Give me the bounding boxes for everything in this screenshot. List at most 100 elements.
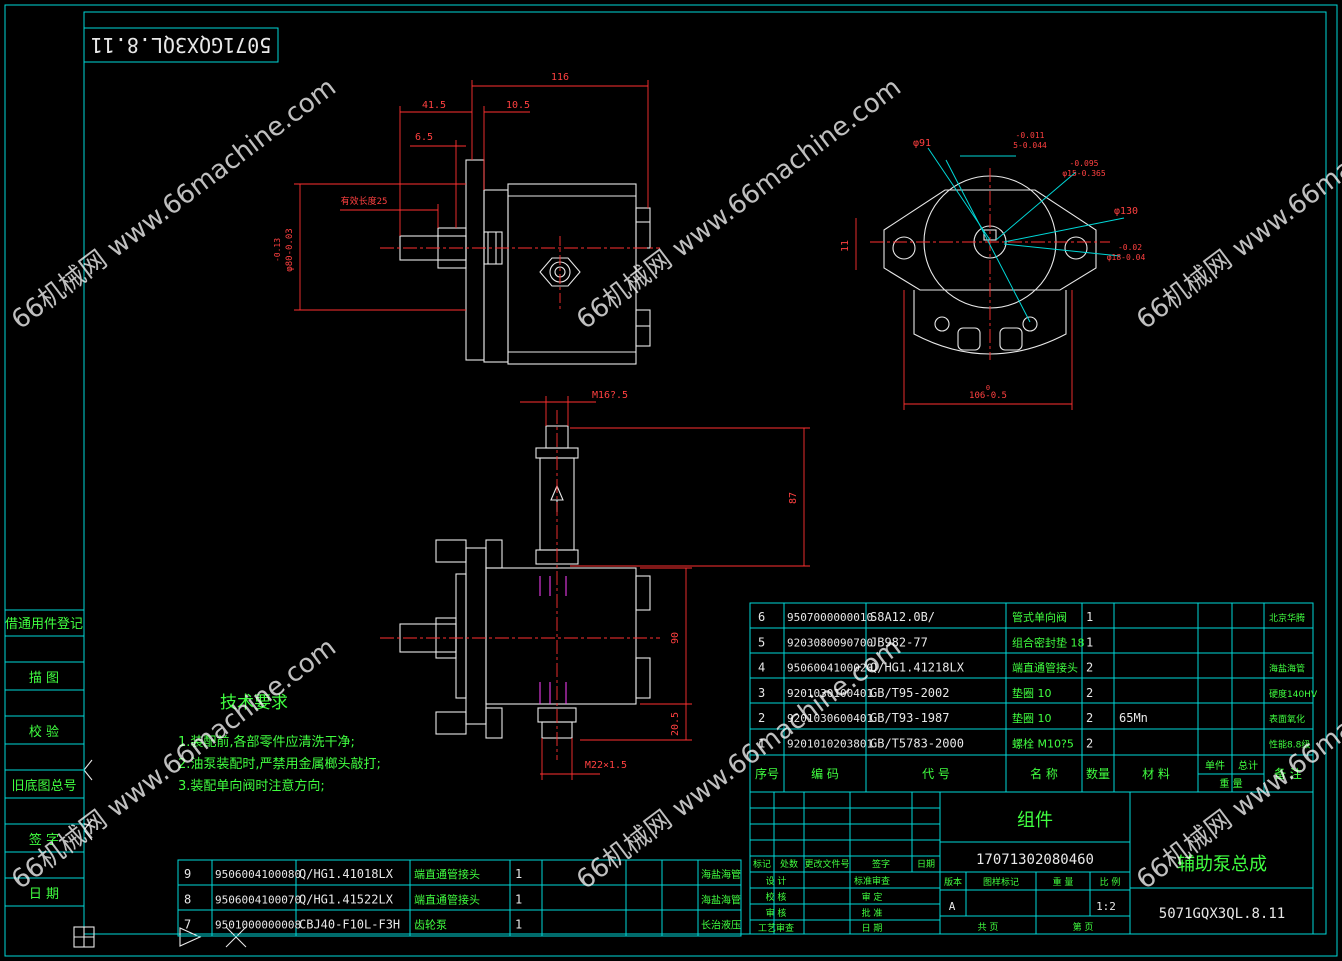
bom-cell-code: 9501000000008: [215, 919, 301, 932]
bom-cell-code: 9506004100070: [215, 893, 301, 906]
dim-spline: 有效长度25: [341, 195, 388, 207]
role-std: 标准审查: [854, 875, 890, 887]
bom-cell-name: 齿轮泵: [414, 918, 447, 932]
bom-cell-mat: 65Mn: [1119, 711, 1148, 725]
label-register: 借通用件登记: [5, 617, 83, 632]
dim-phi130: φ130: [1114, 206, 1138, 217]
dim-106: 106-0.5: [969, 391, 1007, 401]
bom-cell-name: 螺栓 M10?5: [1012, 737, 1074, 751]
bom-head-qty: 数量: [1086, 766, 1110, 781]
role-process: 工艺审查: [758, 922, 794, 934]
tech-title: 技术要求: [220, 693, 288, 713]
bom-cell-note: 海盐海管: [1269, 663, 1305, 675]
bom-head-no: 序号: [755, 766, 779, 781]
title-block: 标记 处数 更改文件号 签字 日期 设 计 校 核 审 核 工艺审查 标准审查 …: [749, 791, 1314, 935]
bom-cell-std: GB/T95-2002: [870, 686, 949, 700]
bom-cell-note: 表面氧化: [1269, 713, 1305, 725]
label-tracing: 描 图: [29, 671, 59, 686]
pump-side-view: 116 41.5 10.5 6.5 有效长度25 φ80-0.03 -0.13: [273, 72, 660, 365]
dim-m22: M22×1.5: [585, 760, 627, 771]
bom-cell-no: 8: [184, 892, 191, 906]
bom-cell-qty: 2: [1086, 711, 1093, 725]
bom-cell-code: 9506004100080: [215, 868, 301, 881]
left-label-strip: 借通用件登记 描 图 校 验 旧底图总号 签 字 日 期: [4, 609, 85, 907]
bom-cell-note: 硬度140HV: [1269, 688, 1318, 700]
dim-10-5: 10.5: [506, 100, 530, 111]
bom-cell-qty: 2: [1086, 737, 1093, 751]
bom-cell-std: S8A12.0B/: [870, 610, 935, 624]
bom-cell-name: 组合密封垫 18: [1012, 635, 1085, 649]
bom-cell-no: 6: [758, 610, 765, 624]
bom-cell-name: 端直通管接头: [414, 892, 480, 906]
dim-106-tol: 0: [986, 384, 990, 392]
dim-41-5: 41.5: [422, 100, 446, 111]
dim-key: 5-0.044: [1013, 141, 1047, 150]
tech-item-1: 1.装配前,各部零件应清洗干净;: [178, 734, 355, 750]
dim-87: 87: [788, 492, 799, 504]
bom-cell-qty: 2: [1086, 661, 1093, 675]
dim-phi18: φ18-0.04: [1107, 253, 1146, 262]
bom-cell-code: 9507000000010: [787, 611, 873, 624]
rev-sign: 签字: [872, 858, 890, 870]
role-check: 校 核: [766, 891, 787, 903]
dim-phi80-tol: -0.13: [273, 238, 282, 262]
title-scale-label: 比 例: [1100, 876, 1121, 888]
bom-head-mat: 材 料: [1142, 767, 1170, 781]
title-sheets-total: 共 页: [978, 922, 999, 933]
watermark-3: 66机械网 www.66machine.com: [1131, 72, 1342, 335]
bom-cell-std: GB/T93-1987: [870, 711, 949, 725]
bom-cell-note: 海盐海管: [701, 893, 741, 906]
bom-cell-qty: 1: [515, 892, 522, 906]
bom-cell-name: 端直通管接头: [414, 867, 480, 881]
bom-cell-name: 垫圈 10: [1012, 711, 1052, 725]
tech-item-3: 3.装配单向阀时注意方向;: [178, 778, 325, 794]
bom-cell-no: 9: [184, 867, 191, 881]
sheet-frame: 5071GQX3QL.8.11: [4, 4, 1338, 957]
bom-cell-no: 3: [758, 686, 765, 700]
bom-cell-code: 9201010203801: [787, 738, 873, 751]
bom-cell-qty: 1: [1086, 610, 1093, 624]
dim-key-tol: -0.011: [1016, 131, 1045, 140]
bom-cell-code: 9201030100401: [787, 687, 873, 700]
pump-front-view: φ91 -0.011 5-0.044 -0.095 φ15-0.365 φ130…: [840, 131, 1145, 410]
arrow-symbol-icon: [179, 927, 202, 947]
bom-cell-note: 海盐海管: [701, 868, 741, 881]
rev-mark: 标记: [753, 858, 771, 870]
bom-cell-std: CBJ40-F10L-F3H: [299, 918, 400, 932]
label-sign: 签 字: [29, 832, 59, 848]
title-scale-value: 1:2: [1096, 900, 1116, 913]
bom-cell-code: 9203080090700: [787, 636, 873, 649]
title-stage-label: 版本: [944, 876, 962, 888]
role-approve: 审 定: [862, 891, 883, 903]
watermark-2: 66机械网 www.66machine.com: [571, 72, 907, 335]
label-date: 日 期: [29, 887, 59, 902]
bom-cell-std: Q/HG1.41522LX: [299, 892, 394, 906]
top-code: 5071GQX3QL.8.11: [91, 33, 272, 57]
title-doc-number: 17071302080460: [976, 852, 1094, 868]
rev-doc: 更改文件号: [804, 858, 849, 870]
tech-item-2: 2.油泵装配时,严禁用金属榔头敲打;: [178, 756, 381, 772]
bom-head-name: 名 称: [1030, 766, 1058, 781]
bom-head-total: 总计: [1238, 759, 1258, 772]
bom-cell-code: 9201030600401: [787, 712, 873, 725]
label-check: 校 验: [29, 724, 59, 740]
dim-116: 116: [551, 72, 569, 83]
label-old-no: 旧底图总号: [11, 778, 76, 794]
bom-cell-no: 7: [184, 918, 191, 932]
bom-cell-std: Q/HG1.41218LX: [870, 661, 965, 675]
rev-date: 日期: [917, 859, 935, 870]
bom-cell-std: JB982-77: [870, 635, 928, 649]
watermark-1: 66机械网 www.66machine.com: [6, 72, 342, 335]
role-date: 日 期: [862, 923, 883, 934]
bom-cell-no: 5: [758, 635, 765, 649]
bom-head-note: 备 注: [1274, 766, 1302, 781]
bom-cell-std: Q/HG1.41018LX: [299, 867, 394, 881]
bom-cell-note: 性能8.8级: [1269, 739, 1310, 751]
technical-requirements: 技术要求 1.装配前,各部零件应清洗干净; 2.油泵装配时,严禁用金属榔头敲打;…: [178, 693, 381, 794]
bom-cell-no: 1: [758, 737, 765, 751]
title-weight-label: 重 量: [1053, 876, 1074, 888]
bom-cell-qty: 1: [515, 918, 522, 932]
bom-cell-qty: 2: [1086, 686, 1093, 700]
